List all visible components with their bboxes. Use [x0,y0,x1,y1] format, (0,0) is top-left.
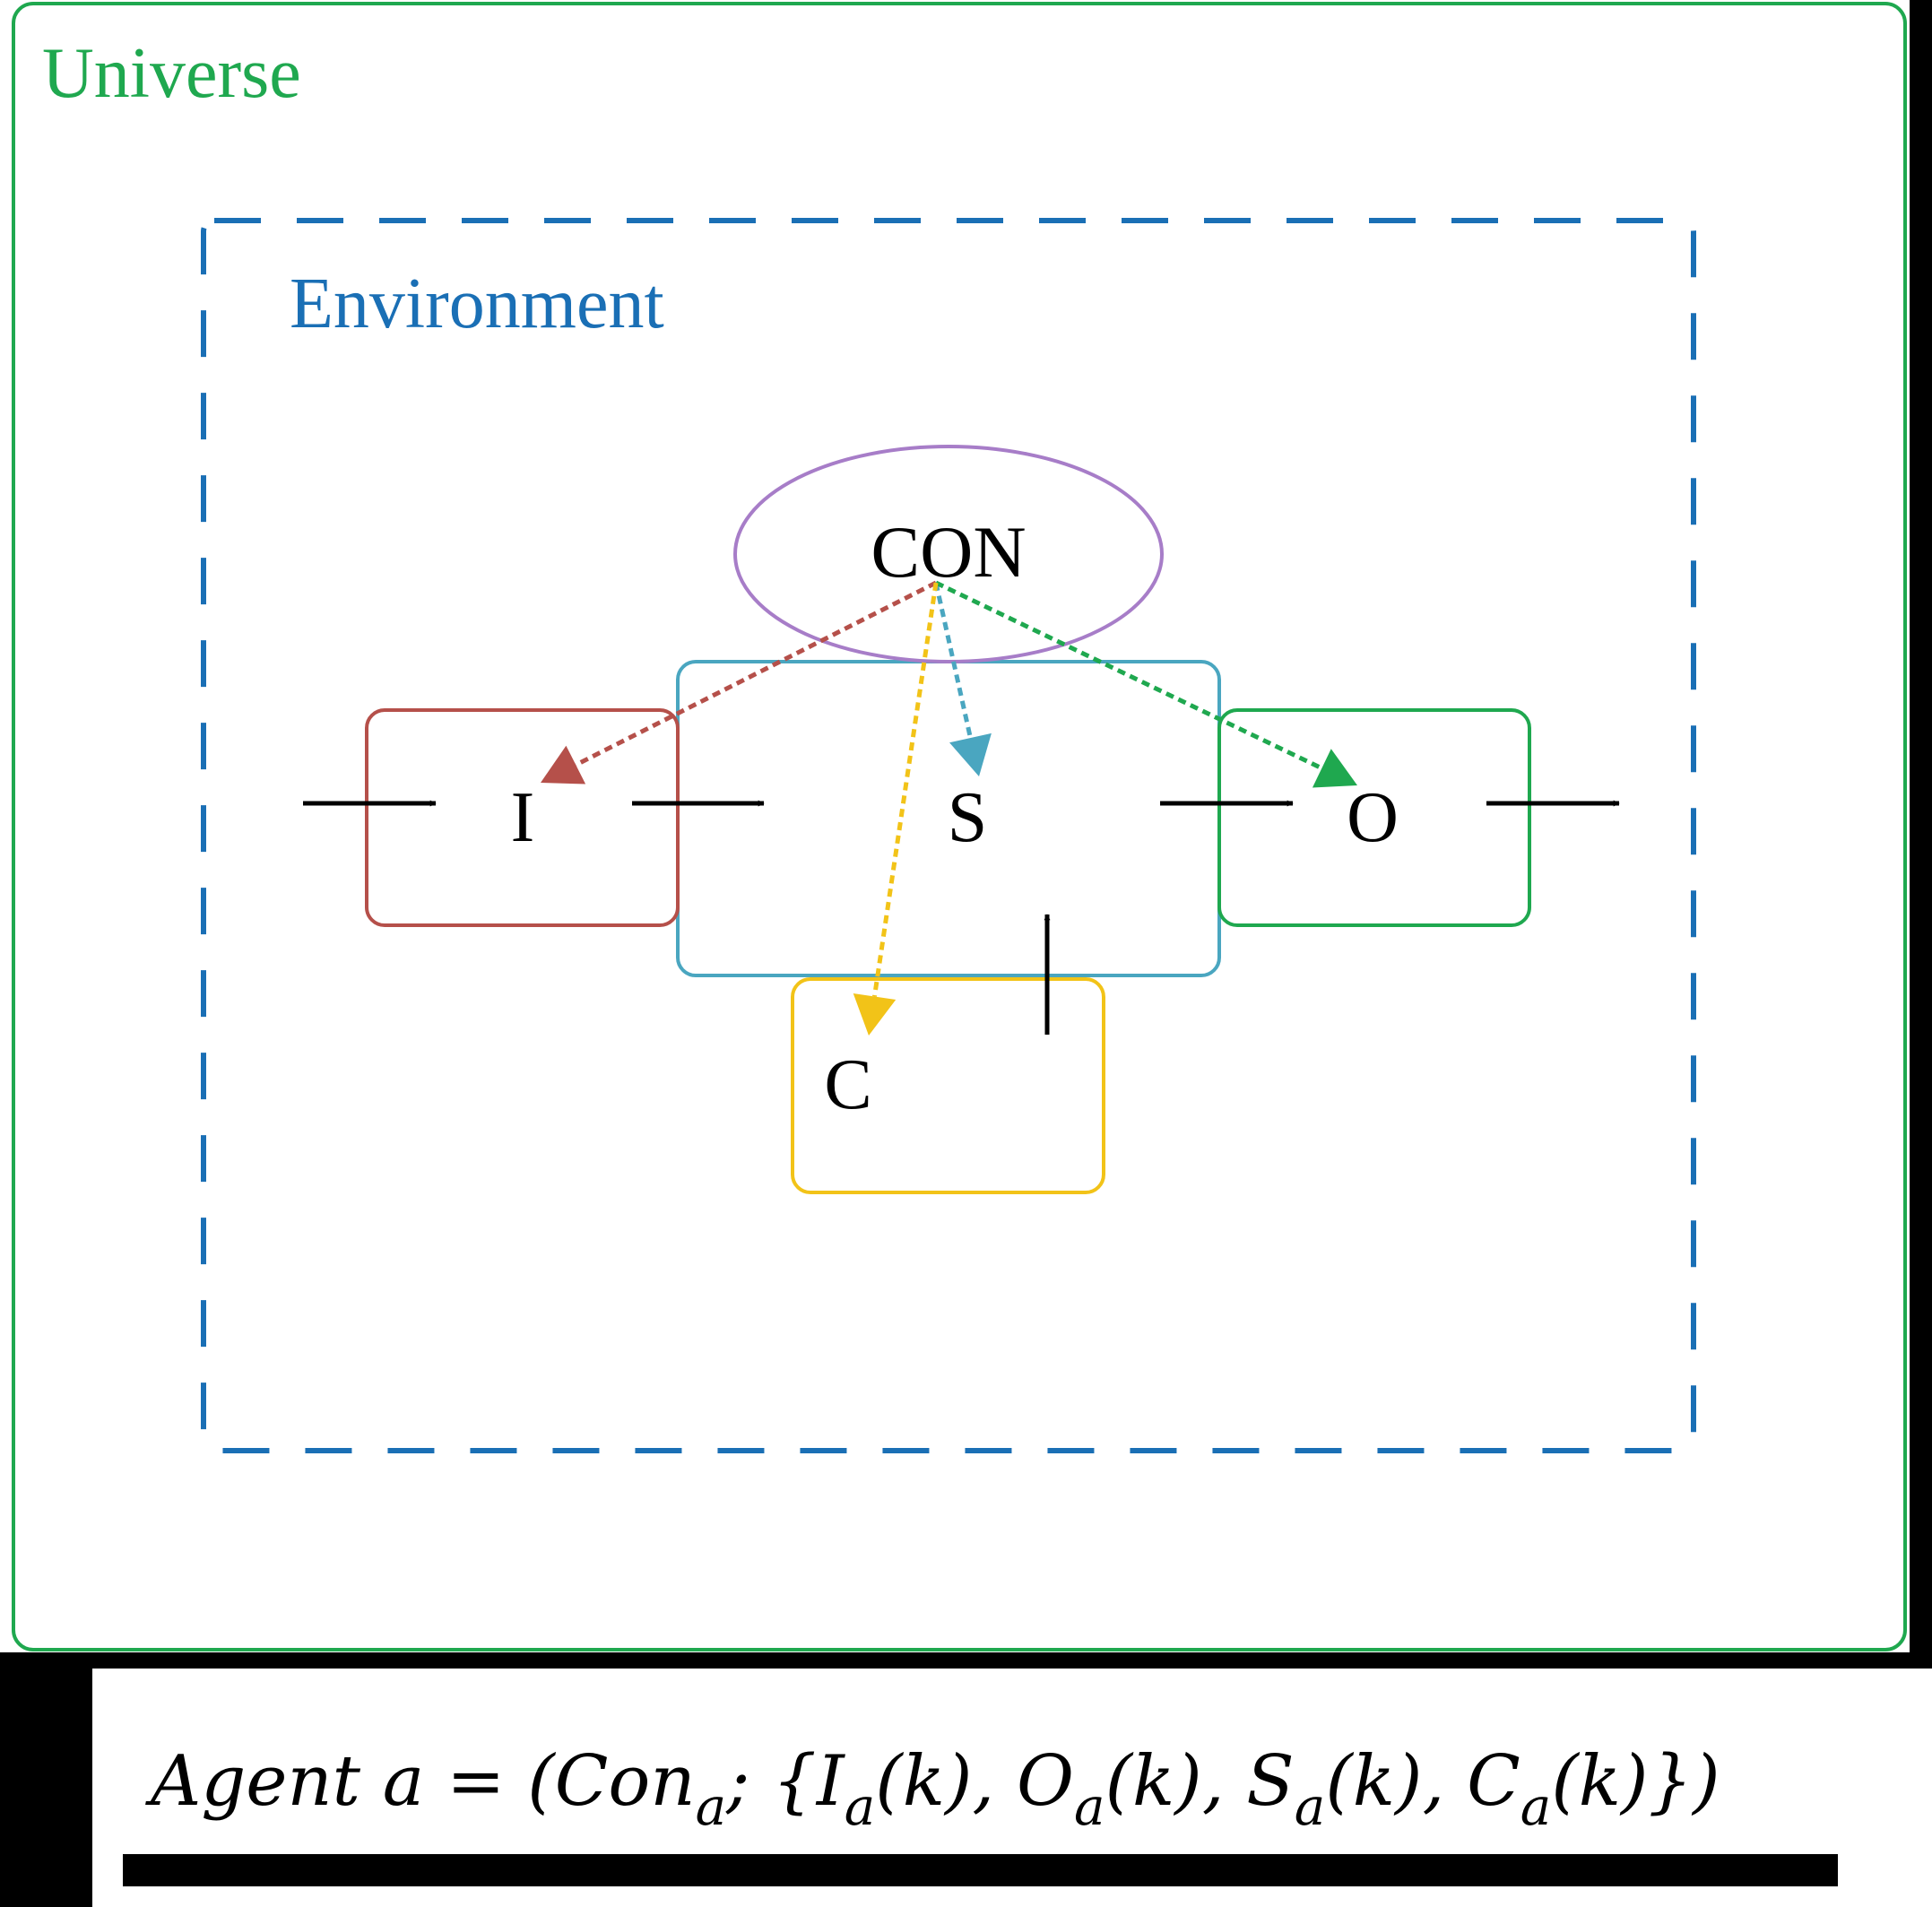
formula-part-C: C [1467,1741,1520,1822]
control-arrow-to-output [934,580,1323,771]
environment-label: Environment [290,264,664,343]
formula-part-sub: a [845,1776,876,1837]
capacity-label: C [824,1045,871,1124]
formula-part-k: (k) [1325,1741,1422,1822]
formula-part-comma: , [1422,1741,1467,1822]
formula-underline-bar [123,1854,1838,1886]
formula-part-k: (k) [875,1741,972,1822]
input-block [365,708,680,927]
output-label: O [1347,778,1399,857]
formula-part-sub: a [1074,1776,1105,1837]
controller-ellipse [733,445,1164,663]
formula-part [360,1741,383,1822]
state-label: S [948,778,988,857]
agent-formula: Agent a = (Cona; {Ia(k), Oa(k), Sa(k), C… [145,1741,1720,1837]
control-arrow-to-state-head [949,732,992,776]
input-label: I [511,778,535,857]
footer-top-black-strip [0,1652,1932,1669]
formula-part-close: }) [1648,1741,1720,1822]
control-arrow-to-capacity-head [853,993,897,1036]
formula-part-a: a [383,1741,425,1822]
left-black-bar [0,1657,92,1907]
control-arrow-to-input [575,580,938,767]
universe-box [12,2,1907,1651]
formula-part-comma: , [972,1741,1017,1822]
formula-part-S: S [1246,1741,1294,1822]
formula-part-k: (k) [1551,1741,1648,1822]
formula-part-eq: = ( [424,1741,556,1822]
formula-area: Agent a = (Cona; {Ia(k), Oa(k), Sa(k), C… [123,1741,1838,1886]
formula-part-agent: Agent [145,1741,361,1822]
formula-part-con: Con [555,1741,696,1822]
formula-part-semi: ; { [725,1741,817,1822]
output-block [1217,708,1531,927]
formula-part-comma: , [1202,1741,1247,1822]
formula-part-I: I [815,1741,846,1822]
control-arrow-to-capacity [871,582,939,997]
formula-part-sub: a [1520,1776,1552,1837]
formula-part-sub: a [1295,1776,1326,1837]
control-arrow-to-input-head [541,745,586,784]
formula-part-sub: a [696,1776,727,1837]
environment-box [201,218,1696,1453]
universe-label: Universe [42,34,301,113]
controller-label: CON [871,511,1026,593]
control-arrow-to-output-head [1312,749,1357,788]
formula-part-O: O [1017,1741,1074,1822]
right-black-bar [1910,0,1932,1657]
formula-part-k: (k) [1105,1741,1202,1822]
capacity-block [791,977,1105,1194]
